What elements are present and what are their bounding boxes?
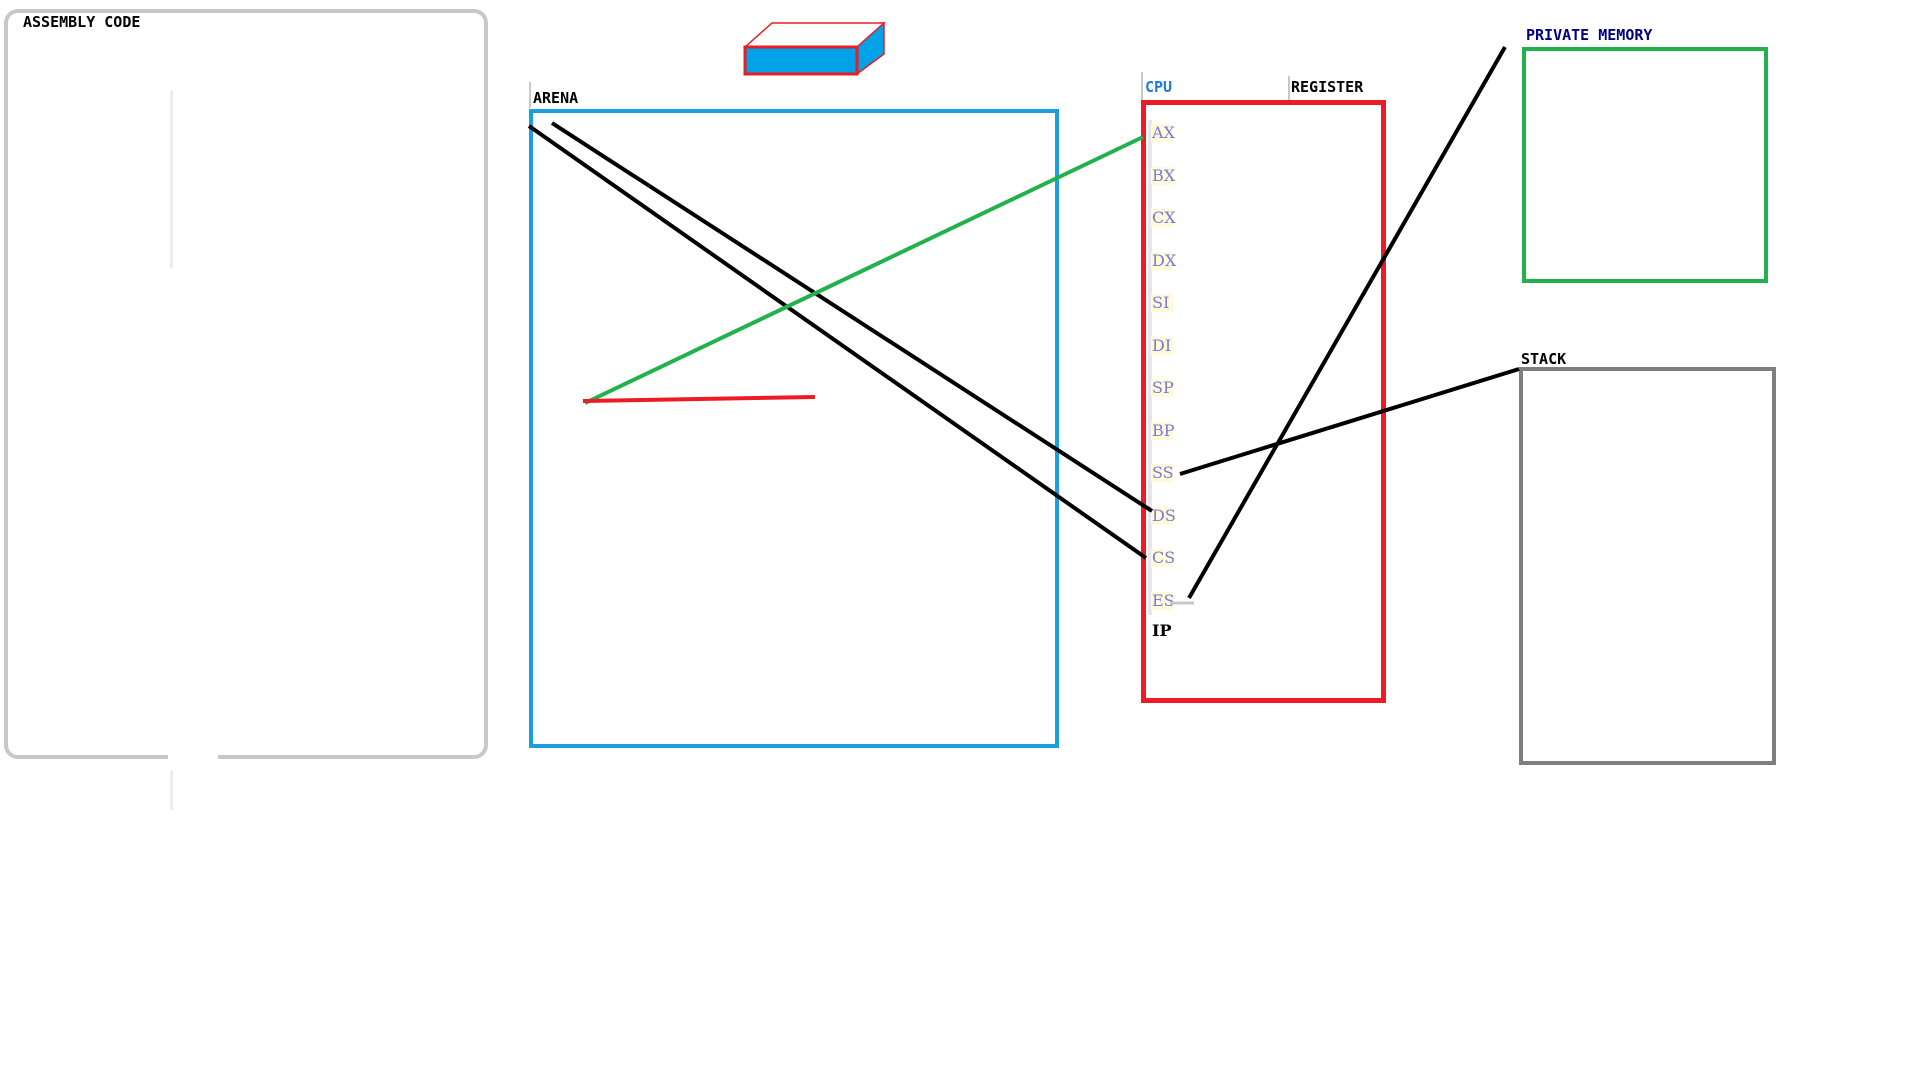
stack-title: STACK <box>1521 350 1567 368</box>
arena-tick <box>529 82 531 108</box>
register-bx: BX <box>1152 166 1176 185</box>
register-highlight <box>1151 337 1173 355</box>
register-highlight <box>1151 549 1173 567</box>
register-column-guide <box>1148 120 1152 615</box>
register-highlight <box>1151 592 1173 610</box>
register-highlight <box>1151 379 1173 397</box>
register-ip: IP <box>1152 621 1172 640</box>
register-cx: CX <box>1152 208 1176 227</box>
assembly-code-panel <box>4 9 488 759</box>
cpu-register-panel <box>1141 100 1386 703</box>
register-highlight <box>1151 209 1173 227</box>
register-highlight <box>1151 464 1173 482</box>
register-ds: DS <box>1152 506 1176 525</box>
register-highlight <box>1151 294 1173 312</box>
register-sp: SP <box>1152 378 1174 397</box>
register-highlight <box>1151 422 1173 440</box>
register-di: DI <box>1152 336 1172 355</box>
assembly-divider <box>168 752 218 762</box>
assembly-guide-line-lower <box>170 770 173 810</box>
assembly-guide-line <box>170 90 173 268</box>
register-ss: SS <box>1152 463 1174 482</box>
register-bp: BP <box>1152 421 1175 440</box>
register-dx: DX <box>1152 251 1177 270</box>
register-highlight <box>1151 252 1173 270</box>
register-highlight <box>1151 507 1173 525</box>
private-memory-title: PRIVATE MEMORY <box>1526 26 1653 44</box>
register-ax: AX <box>1152 123 1175 142</box>
register-highlight <box>1151 167 1173 185</box>
register-highlight <box>1151 124 1173 142</box>
register-es: ES <box>1152 591 1175 610</box>
stack-panel <box>1519 367 1776 765</box>
cpu-tick <box>1141 72 1143 100</box>
register-title: REGISTER <box>1291 78 1364 96</box>
register-si: SI <box>1152 293 1170 312</box>
private-memory-panel <box>1522 47 1768 283</box>
register-cs: CS <box>1152 548 1176 567</box>
assembly-code-title: ASSEMBLY CODE <box>23 13 141 31</box>
cpu-title: CPU <box>1145 78 1173 96</box>
chip-icon <box>743 21 886 76</box>
arena-title: ARENA <box>533 89 579 107</box>
register-tick <box>1288 76 1290 100</box>
arena-panel <box>529 109 1059 748</box>
